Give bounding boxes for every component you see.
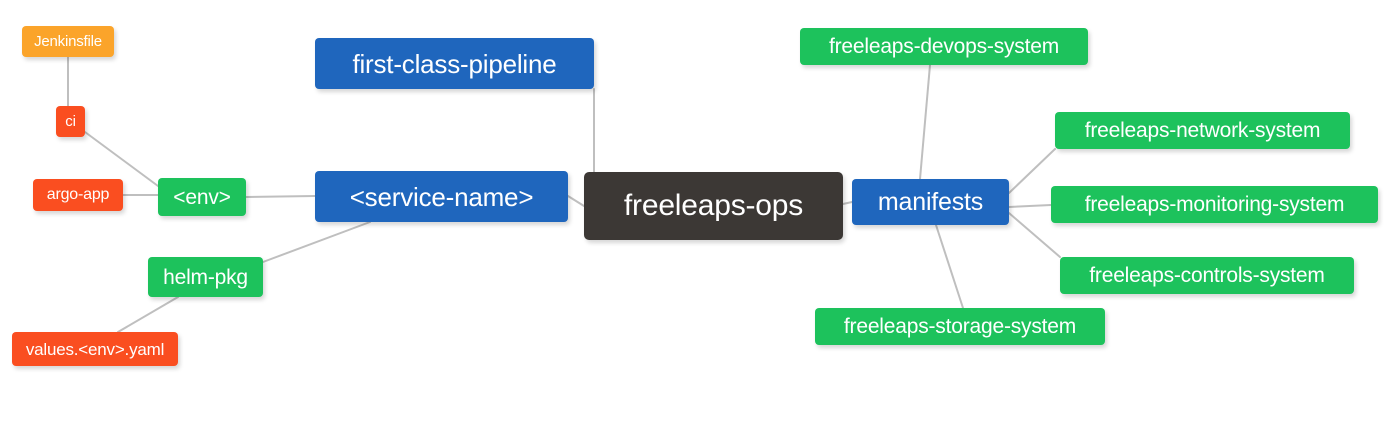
mindmap-node-freeleaps-ops[interactable]: freeleaps-ops bbox=[584, 172, 843, 240]
edge-ops-manifests bbox=[842, 201, 853, 205]
edge-ops-servicename bbox=[567, 195, 585, 207]
mindmap-node-label: <env> bbox=[173, 185, 231, 209]
mindmap-node-freeleaps-network-system[interactable]: freeleaps-network-system bbox=[1055, 112, 1350, 149]
edge-manifests-monitoring bbox=[1008, 204, 1052, 208]
mindmap-node-freeleaps-devops-system[interactable]: freeleaps-devops-system bbox=[800, 28, 1088, 65]
mindmap-node-label: freeleaps-monitoring-system bbox=[1084, 193, 1345, 216]
mindmap-node-label: ci bbox=[65, 113, 76, 130]
edge-manifests-storage bbox=[935, 224, 964, 309]
mindmap-node-first-class-pipeline[interactable]: first-class-pipeline bbox=[315, 38, 594, 89]
mindmap-node-label: freeleaps-network-system bbox=[1084, 119, 1321, 142]
edge-helmpkg-values bbox=[117, 296, 179, 333]
mindmap-node-label: freeleaps-devops-system bbox=[829, 35, 1059, 58]
edge-servicename-helmpkg bbox=[262, 221, 371, 263]
mindmap-node-freeleaps-monitoring-system[interactable]: freeleaps-monitoring-system bbox=[1051, 186, 1378, 223]
mindmap-node-label: helm-pkg bbox=[163, 265, 248, 289]
edge-manifests-network bbox=[1008, 148, 1056, 194]
edge-env-ci bbox=[84, 131, 159, 187]
mindmap-node-label: <service-name> bbox=[349, 181, 534, 212]
mindmap-node-label: argo-app bbox=[46, 186, 110, 203]
mindmap-node-label: freeleaps-storage-system bbox=[843, 315, 1077, 338]
mindmap-node-label: freeleaps-ops bbox=[623, 189, 804, 222]
mindmap-node-manifests[interactable]: manifests bbox=[852, 179, 1009, 225]
mindmap-node-freeleaps-controls-system[interactable]: freeleaps-controls-system bbox=[1060, 257, 1354, 294]
mindmap-node-env[interactable]: <env> bbox=[158, 178, 246, 216]
edge-manifests-controls bbox=[1008, 212, 1061, 258]
edge-manifests-devops bbox=[919, 64, 931, 180]
mindmap-node-freeleaps-storage-system[interactable]: freeleaps-storage-system bbox=[815, 308, 1105, 345]
mindmap-node-label: freeleaps-controls-system bbox=[1089, 264, 1325, 287]
mindmap-node-service-name[interactable]: <service-name> bbox=[315, 171, 568, 222]
mindmap-node-jenkinsfile[interactable]: Jenkinsfile bbox=[22, 26, 114, 57]
mindmap-node-label: first-class-pipeline bbox=[352, 48, 557, 79]
mindmap-node-argo-app[interactable]: argo-app bbox=[33, 179, 123, 211]
mindmap-node-values-env-yaml[interactable]: values.<env>.yaml bbox=[12, 332, 178, 366]
mindmap-node-helm-pkg[interactable]: helm-pkg bbox=[148, 257, 263, 297]
mindmap-node-label: manifests bbox=[877, 187, 984, 216]
mindmap-node-label: Jenkinsfile bbox=[34, 33, 102, 50]
edge-servicename-env bbox=[245, 195, 316, 198]
mindmap-node-label: values.<env>.yaml bbox=[25, 339, 165, 359]
mindmap-node-ci[interactable]: ci bbox=[56, 106, 85, 137]
